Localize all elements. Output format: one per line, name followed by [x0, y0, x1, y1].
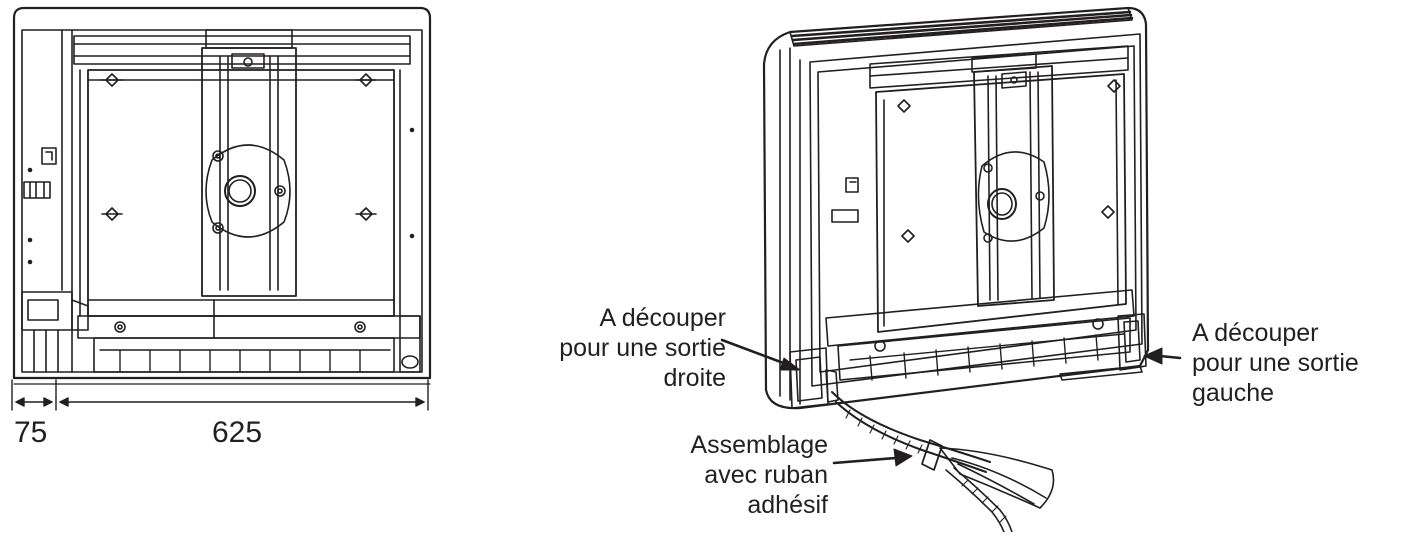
- label-tape-line2: avec ruban: [704, 461, 828, 489]
- label-cut-right-line2: pour une sortie: [559, 334, 726, 362]
- label-tape-assembly: Assemblage avec ruban adhésif: [690, 430, 828, 520]
- dimension-main: 625: [212, 416, 263, 449]
- label-cut-right-line3: droite: [663, 364, 726, 392]
- label-tape-line3: adhésif: [747, 491, 828, 519]
- label-cut-left-line2: pour une sortie: [1192, 349, 1359, 377]
- arrow-cut-left: [1158, 354, 1182, 360]
- label-tape-line1: Assemblage: [690, 431, 828, 459]
- arrow-cut-right: [720, 338, 788, 366]
- dimension-lines: [11, 379, 429, 411]
- dimension-left: 75: [14, 416, 48, 449]
- label-cut-left-exit: A découper pour une sortie gauche: [1192, 318, 1359, 408]
- callout-arrows: [720, 338, 1182, 467]
- label-cut-left-line1: A découper: [1192, 319, 1319, 347]
- label-cut-left-line3: gauche: [1192, 379, 1275, 407]
- perspective-view-unit: [762, 6, 1150, 533]
- label-cut-right-line1: A découper: [599, 304, 727, 332]
- arrow-tape: [832, 456, 898, 465]
- label-cut-right-exit: A découper pour une sortie droite: [559, 303, 726, 393]
- front-view-unit: [12, 6, 432, 385]
